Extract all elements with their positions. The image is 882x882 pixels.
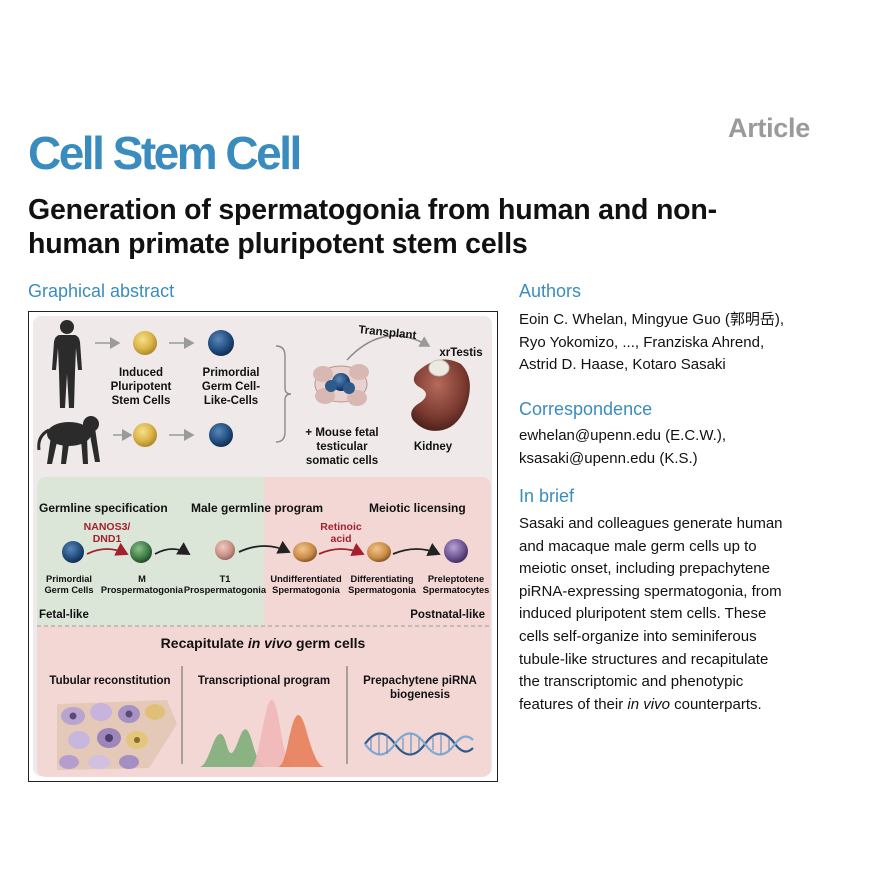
xrtestis-graft-icon [428, 359, 450, 377]
t1-prospermatogonia-cell [215, 540, 235, 560]
article-title: Generation of spermatogonia from human a… [28, 193, 848, 261]
pirna-label-2: biogenesis [390, 689, 450, 701]
postnatal-like-label: Postnatal-like [410, 609, 485, 621]
mouse-somatic-aggregate-icon [313, 364, 369, 406]
stage-3-label-2: Prospermatogonia [184, 585, 267, 595]
mouse-label-2: testicular [316, 441, 368, 453]
germline-specification-heading: Germline specification [39, 501, 168, 515]
arrow-m-to-t1 [154, 542, 191, 555]
in-brief-line-3: meiotic onset, including prepachytene [519, 560, 770, 578]
m-prospermatogonia-cell [130, 541, 152, 563]
authors-line-1: Eoin C. Whelan, Mingyue Guo (郭明岳), [519, 311, 785, 328]
acid-label: acid [330, 533, 351, 545]
arrow-t1-to-undiff [238, 540, 291, 554]
mouse-label-3: somatic cells [306, 455, 378, 467]
retinoic-label: Retinoic [320, 521, 362, 533]
graphical-abstract-heading: Graphical abstract [28, 281, 175, 301]
correspondence-heading: Correspondence [519, 399, 653, 419]
ipsc-cell-human [133, 331, 157, 355]
stage-6-label-1: Preleptotene [428, 574, 484, 584]
authors-line-2: Ryo Yokomizo, ..., Franziska Ahrend, [519, 333, 765, 351]
stage-2-label-1: M [138, 574, 146, 584]
pgclc-label-3: Like-Cells [204, 395, 258, 407]
ipsc-label-1: Induced [119, 367, 163, 379]
email-ksasaki[interactable]: ksasaki@upenn.edu (K.S.) [519, 449, 698, 467]
stage-1-label-1: Primordial [46, 574, 92, 584]
stage-2-label-2: Prospermatogonia [101, 585, 184, 595]
macaque-silhouette-icon [37, 416, 100, 464]
authors-list: Eoin C. Whelan, Mingyue Guo (郭明岳), Ryo Y… [519, 309, 849, 377]
article-type-label: Article [728, 113, 810, 143]
arrow-pgc-to-m [86, 542, 129, 556]
primordial-germ-cell [62, 541, 84, 563]
xrtestis-label: xrTestis [439, 347, 482, 359]
arrow-undiff-to-diff [318, 542, 365, 557]
in-brief-heading: In brief [519, 486, 575, 506]
in-brief-line-6: cells self-organize into seminiferous [519, 627, 757, 645]
dnd1-label: DND1 [93, 533, 122, 545]
in-brief-line-8: the transcriptomic and phenotypic [519, 673, 744, 691]
arrow-diff-to-preleptotene [392, 542, 441, 557]
ipsc-cell-macaque [133, 423, 157, 447]
stage-5-label-2: Spermatogonia [348, 585, 416, 595]
stage-1-label-2: Germ Cells [44, 585, 93, 595]
email-ewhelan[interactable]: ewhelan@upenn.edu (E.C.W.), [519, 427, 727, 444]
in-brief-line-1: Sasaki and colleagues generate human [519, 515, 783, 532]
fetal-like-label: Fetal-like [39, 609, 89, 621]
in-brief-line-2: and macaque male germ cells up to [519, 537, 757, 555]
human-silhouette-icon [52, 320, 82, 408]
in-brief-line-4: piRNA-expressing spermatogonia, from [519, 582, 782, 600]
mouse-label-1: + Mouse fetal [305, 427, 378, 439]
authors-line-3: Astrid D. Haase, Kotaro Sasaki [519, 356, 726, 374]
pgclc-cell-human [208, 330, 234, 356]
meiotic-licensing-heading: Meiotic licensing [369, 501, 466, 515]
stage-6-label-2: Spermatocytes [423, 585, 490, 595]
merge-bracket [275, 345, 292, 443]
stage-4-label-2: Spermatogonia [272, 585, 340, 595]
ipsc-label-3: Stem Cells [112, 395, 171, 407]
male-germline-program-heading: Male germline program [191, 501, 323, 515]
article-title-line-2: human primate pluripotent stem cells [28, 228, 528, 260]
stage-4-label-1: Undifferentiated [270, 574, 342, 584]
tubular-tissue-icon [57, 700, 177, 770]
kidney-icon [411, 359, 470, 431]
in-brief-line-5: induced pluripotent stem cells. These [519, 605, 767, 623]
pirna-double-helix-icon [364, 732, 474, 756]
in-brief-line-9: features of their in vivo counterparts. [519, 694, 849, 717]
pgclc-cell-macaque [209, 423, 233, 447]
in-brief-last-prefix: features of their [519, 695, 628, 713]
graphical-abstract-svg: Induced Pluripotent Stem Cells Primordia… [33, 316, 492, 777]
transplant-arrow [346, 335, 431, 361]
transcriptional-program-label: Transcriptional program [198, 675, 330, 687]
pirna-label-1: Prepachytene piRNA [363, 675, 477, 687]
graphical-abstract-figure: Induced Pluripotent Stem Cells Primordia… [28, 311, 498, 782]
correspondence-emails: ewhelan@upenn.edu (E.C.W.), ksasaki@upen… [519, 425, 849, 470]
preleptotene-spermatocyte-cell [444, 539, 468, 563]
stage-5-label-1: Differentiating [350, 574, 413, 584]
pgclc-label-2: Germ Cell- [202, 381, 260, 393]
recapitulate-heading: Recapitulate in vivo germ cells [161, 635, 366, 651]
in-brief-last-suffix: counterparts. [669, 695, 762, 713]
kidney-label: Kidney [414, 441, 453, 453]
ipsc-label-2: Pluripotent [111, 381, 172, 393]
in-brief-line-7: tubule-like structures and recapitulate [519, 650, 769, 668]
undifferentiated-spermatogonia-cell [293, 542, 317, 562]
journal-title: Cell Stem Cell [28, 127, 302, 179]
differentiating-spermatogonia-cell [367, 542, 391, 562]
authors-heading: Authors [519, 281, 582, 301]
nanos3-label: NANOS3/ [84, 521, 131, 533]
transcriptional-density-plot [199, 699, 325, 767]
in-brief-text: Sasaki and colleagues generate human and… [519, 513, 849, 716]
in-brief-last-italic: in vivo [627, 695, 670, 713]
pgclc-label-1: Primordial [203, 367, 260, 379]
stage-3-label-1: T1 [220, 574, 231, 584]
tubular-reconstitution-label: Tubular reconstitution [49, 675, 170, 687]
article-title-line-1: Generation of spermatogonia from human a… [28, 194, 717, 226]
